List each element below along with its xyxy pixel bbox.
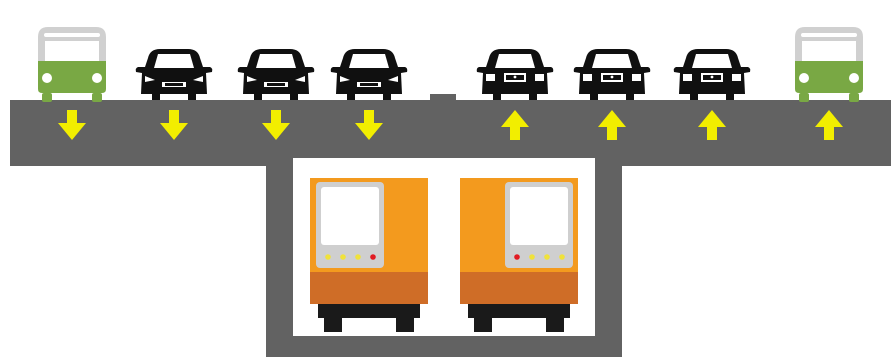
car-rear-icon — [674, 49, 751, 100]
metro-light-red — [514, 254, 520, 260]
car-front-icon — [136, 49, 213, 100]
road-deck-and-metro-tunnel — [10, 94, 891, 357]
bus-front-icon — [38, 27, 106, 102]
metro-light-yellow — [340, 254, 346, 260]
metro-light-red — [370, 254, 376, 260]
metro-light-yellow — [355, 254, 361, 260]
bus-front-icon — [795, 27, 863, 102]
metro-train-icon — [310, 178, 428, 332]
metro-light-yellow — [529, 254, 535, 260]
car-rear-icon — [477, 49, 554, 100]
metro-light-yellow — [559, 254, 565, 260]
metro-light-yellow — [325, 254, 331, 260]
metro-train-icon — [460, 178, 578, 332]
car-rear-icon — [574, 49, 651, 100]
car-front-icon — [331, 49, 408, 100]
metro-light-yellow — [544, 254, 550, 260]
car-front-icon — [238, 49, 315, 100]
